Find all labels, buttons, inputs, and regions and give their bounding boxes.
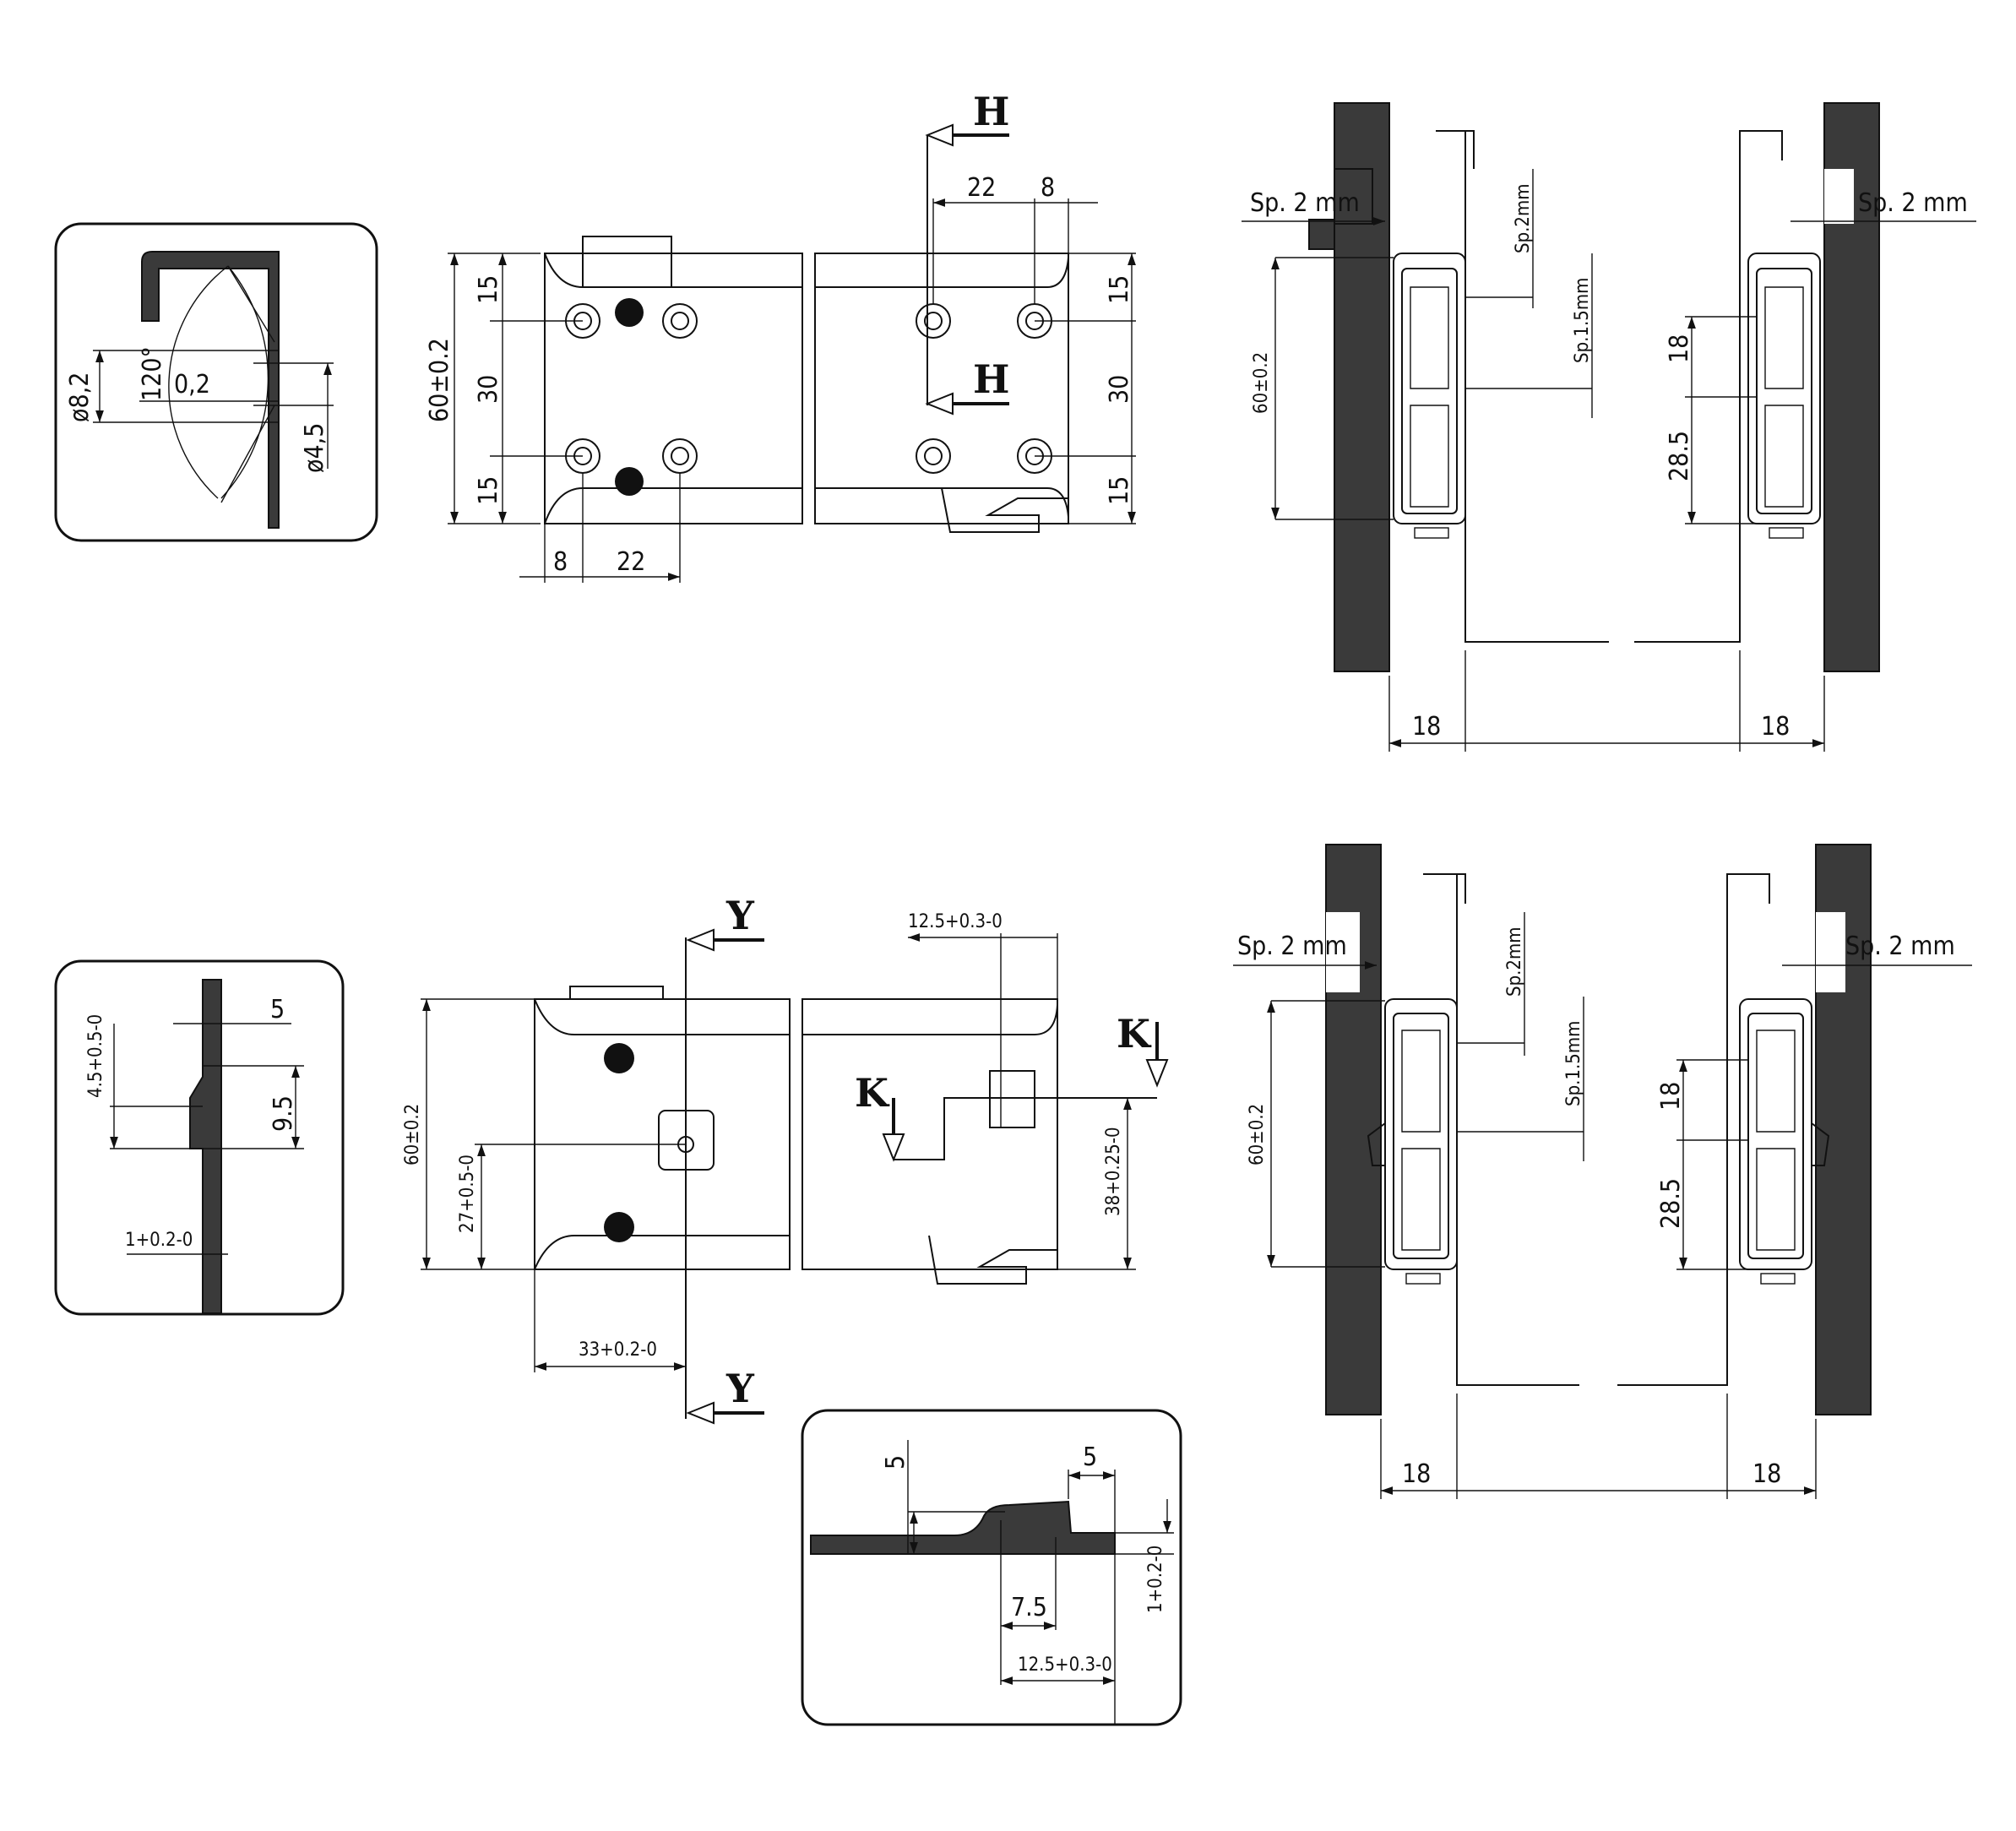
w18-left-label: 18	[1412, 712, 1441, 742]
section-view-bottom: Sp. 2 mm Sp. 2 mm 60±0.2 Sp.2mm Sp.1.5mm…	[1233, 844, 1972, 1499]
d5-left-bottom-label: 5	[881, 1455, 910, 1470]
d22-label: 22	[617, 547, 645, 577]
d9-5-mid-label: 9.5	[269, 1095, 298, 1132]
detail-profile-bottom: 5 5 7.5 12.5+0.3-0 1+0.2-0	[801, 1409, 1182, 1726]
section-k-left-label: K	[855, 1070, 890, 1116]
d15-top-label: 15	[474, 275, 503, 304]
w18-right-label: 18	[1761, 712, 1790, 742]
front-view-bottom: 60±0.2 27+0.5-0 33+0.2-0 12.5+0.3-0 38+0…	[402, 893, 1169, 1425]
runner-right-b	[1739, 998, 1830, 1285]
section-h-bot-label: H	[973, 356, 1009, 402]
section-y-top-label: Y	[725, 893, 755, 938]
r15-bot-label: 15	[1105, 476, 1134, 505]
h60-front-bottom-label: 60±0.2	[402, 1104, 423, 1165]
d33-label: 33+0.2-0	[579, 1339, 657, 1361]
d12-5-bottom-label: 12.5+0.3-0	[1018, 1654, 1112, 1676]
section-view-top: Sp. 2 mm Sp. 2 mm 60±0.2 Sp.2mm Sp.1.5mm…	[1242, 102, 1976, 752]
dia-4-5-label: ø4,5	[300, 423, 329, 473]
d12-5-label: 12.5+0.3-0	[908, 911, 1003, 932]
dia-8-2-label: ø8,2	[65, 372, 95, 422]
d15-bot-label: 15	[474, 476, 503, 505]
r15-top-label: 15	[1105, 275, 1134, 304]
sp15mm-vert-b-label: Sp.1.5mm	[1563, 1021, 1584, 1106]
sp15mm-vert-label: Sp.1.5mm	[1572, 278, 1593, 363]
d27-label: 27+0.5-0	[457, 1155, 478, 1233]
section-k-right-label: K	[1117, 1011, 1152, 1057]
d8-label: 8	[553, 547, 568, 577]
d1-bottom-label: 1+0.2-0	[1145, 1546, 1166, 1613]
r22-label: 22	[967, 173, 996, 203]
h60-section-label: 60±0.2	[1251, 352, 1272, 414]
r30-label: 30	[1105, 375, 1134, 404]
angle-120-label: 120°	[138, 346, 167, 401]
d4-5-mid-label: 4.5+0.5-0	[85, 1014, 106, 1098]
r8-label: 8	[1041, 173, 1055, 203]
sp2mm-vert-b-label: Sp.2mm	[1504, 926, 1525, 997]
cabinet-side-right	[1823, 102, 1880, 672]
runner-left	[1393, 253, 1466, 539]
d38-label: 38+0.25-0	[1103, 1127, 1124, 1216]
detail-profile-top-left: ø8,2 120° 0,2 ø4,5	[54, 222, 378, 542]
sp2-right-label: Sp. 2 mm	[1858, 188, 1968, 218]
d18-b-label: 18	[1656, 1082, 1686, 1111]
front-view-top: 60±0.2 15 30 15 8 22 15 30 15 22 8 H H	[425, 89, 1136, 583]
d1-mid-label: 1+0.2-0	[125, 1230, 193, 1251]
sp2-right-b-label: Sp. 2 mm	[1845, 932, 1955, 961]
h60-label: 60±0.2	[425, 338, 454, 422]
d28-5-label: 28.5	[1665, 431, 1694, 481]
d28-5-b-label: 28.5	[1656, 1178, 1686, 1229]
d7-5-label: 7.5	[1011, 1593, 1047, 1622]
detail-profile-mid-left: 5 4.5+0.5-0 9.5 1+0.2-0	[54, 959, 345, 1316]
d30-label: 30	[474, 375, 503, 404]
section-y-bot-label: Y	[725, 1366, 755, 1411]
w18-left-b-label: 18	[1402, 1459, 1431, 1489]
section-h-top-label: H	[973, 89, 1009, 134]
sp2-left-label: Sp. 2 mm	[1250, 188, 1360, 218]
h60-section-b-label: 60±0.2	[1247, 1104, 1268, 1165]
d5-right-bottom-label: 5	[1083, 1443, 1097, 1472]
gap-0-2-label: 0,2	[174, 370, 210, 399]
runner-left-b	[1367, 998, 1458, 1285]
sp2mm-vert-label: Sp.2mm	[1513, 183, 1534, 253]
w18-right-b-label: 18	[1752, 1459, 1781, 1489]
d18-label: 18	[1665, 334, 1694, 363]
sp2-left-b-label: Sp. 2 mm	[1237, 932, 1347, 961]
runner-right	[1747, 253, 1821, 539]
mounting-holes-left	[565, 298, 698, 496]
d5-mid-label: 5	[270, 995, 285, 1024]
